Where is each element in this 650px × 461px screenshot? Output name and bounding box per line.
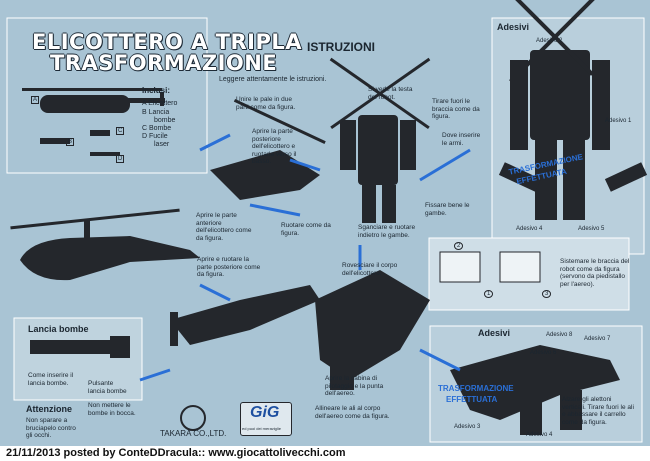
step-4-text: Tirare fuori le braccia come da figura. — [432, 98, 480, 120]
inclusi-heading: Inclusi: — [142, 86, 171, 95]
takara-logo-icon — [180, 405, 206, 431]
istruzioni-heading: ISTRUZIONI — [307, 40, 375, 54]
adesivo-top-2: Adesivo 2 — [536, 38, 563, 44]
step-5-text: Dove inserire le armi. — [442, 132, 481, 147]
lancia-bombe-text-2: Pulsante lancia bombe — [88, 380, 127, 395]
inclusi-item-a: A Elicottero — [142, 100, 178, 107]
lancia-bombe-frame — [13, 317, 143, 401]
inclusi-frame — [6, 17, 208, 174]
badge-bottom-line-2: EFFETTUATA — [446, 395, 498, 404]
lancia-bombe-heading: Lancia bombe — [28, 324, 89, 334]
jet-bottom-right-figure — [450, 345, 620, 435]
part-number-1: 1 — [484, 290, 494, 298]
adesivo-bottom-3: Adesivo 3 — [454, 424, 481, 430]
gig-tagline: ed puoi dei meraviglie — [242, 426, 281, 431]
parts-figure — [439, 251, 541, 283]
step-helicopter-1 — [210, 98, 326, 200]
step-1-text: Unire le pale in due parti come da figur… — [236, 96, 296, 111]
adesivo-bottom-7: Adesivo 7 — [584, 336, 611, 342]
badge-bottom-line-1: TRASFORMAZIONE — [438, 384, 514, 393]
inclusi-item-d2: laser — [154, 141, 170, 148]
adesivi-top-heading: Adesivi — [497, 22, 530, 32]
step-6-text: Fissare bene le gambe. — [425, 202, 470, 217]
takara-text: TAKARA CO.,LTD. — [160, 429, 227, 438]
lancia-bombe-text-1: Come inserire il lancia bombe. — [28, 372, 74, 387]
attenzione-text-2: Non mettere le bombe in bocca. — [88, 402, 136, 417]
inclusi-item-d: D Fucile — [142, 133, 168, 140]
included-parts-figure — [40, 130, 120, 156]
step-7-text: Aprire le parte anteriore dell'elicotter… — [196, 212, 252, 242]
step-12-text: Sistemare le braccia del robot come da f… — [560, 258, 630, 288]
step-3-text: Si vede la testa del robot. — [368, 86, 413, 101]
part-number-3: 3 — [542, 290, 552, 298]
inclusi-label-c: C — [116, 127, 125, 135]
step-2-text: Aprire la parte posteriore dell'elicotte… — [252, 128, 297, 165]
inclusi-label-b: B — [66, 138, 75, 146]
helicopter-large-figure — [10, 208, 200, 281]
step-11-text: Rovesciare il corpo dell'elicottero. — [342, 262, 398, 277]
instruction-artwork — [6, 0, 648, 443]
robot-middle-figure — [329, 57, 431, 223]
gig-logo-text: GiG — [250, 404, 280, 421]
inclusi-item-b: B Lancia — [142, 109, 170, 116]
jet-middle-figure — [315, 270, 430, 390]
leggere-text: Leggere attentamente le istruzioni. — [219, 76, 327, 83]
attenzione-text-1: Non sparare a bruciapelo contro gli occh… — [26, 417, 76, 439]
step-helicopter-2 — [170, 285, 320, 346]
part-number-2: 2 — [454, 242, 464, 250]
adesivo-top-1: Adesivo 1 — [605, 118, 632, 124]
step-14-text: Allineare le ali al corpo dell'aereo com… — [315, 405, 390, 420]
inclusi-label-a: A — [31, 96, 40, 104]
footer-bar: 21/11/2013 posted by ConteDDracula:: www… — [0, 446, 650, 461]
step-9-text: Sganciare e ruotare indietro le gambe. — [358, 224, 416, 239]
step-15-text: Alzare gli alettoni verticali. Tirare fu… — [562, 396, 634, 426]
flow-arrows — [139, 133, 471, 382]
step-10-text: Aprire e ruotare la parte posteriore com… — [197, 256, 261, 278]
adesivo-bottom-4: Adesivo 4 — [526, 432, 553, 438]
inclusi-item-c: C Bombe — [142, 125, 172, 132]
instruction-sheet: ELICOTTERO A TRIPLA TRASFORMAZIONE ISTRU… — [0, 0, 650, 446]
attenzione-heading: Attenzione — [26, 404, 72, 414]
title-line-1: ELICOTTERO A TRIPLA — [32, 30, 303, 54]
adesivi-bottom-heading: Adesivi — [478, 328, 511, 338]
robot-top-right-figure — [498, 0, 648, 220]
inclusi-item-b2: bombe — [154, 117, 176, 124]
step-13-text: Aprire la cabina di pilotaggio e la punt… — [325, 375, 384, 397]
title-line-2: TRASFORMAZIONE — [50, 51, 278, 75]
adesivo-top-5: Adesivo 5 — [578, 226, 605, 232]
inclusi-label-d: D — [116, 155, 125, 163]
adesivo-bottom-6: Adesivo 6 — [530, 350, 557, 356]
step-8-text: Ruotare come da figura. — [281, 222, 331, 237]
included-helicopter-figure — [22, 88, 165, 113]
credit-text: 21/11/2013 posted by ConteDDracula:: www… — [6, 447, 346, 459]
lancia-bombe-figure — [30, 336, 130, 358]
adesivo-bottom-8: Adesivo 8 — [546, 332, 573, 338]
adesivo-top-4: Adesivo 4 — [516, 226, 543, 232]
gig-logo-box — [240, 402, 292, 436]
